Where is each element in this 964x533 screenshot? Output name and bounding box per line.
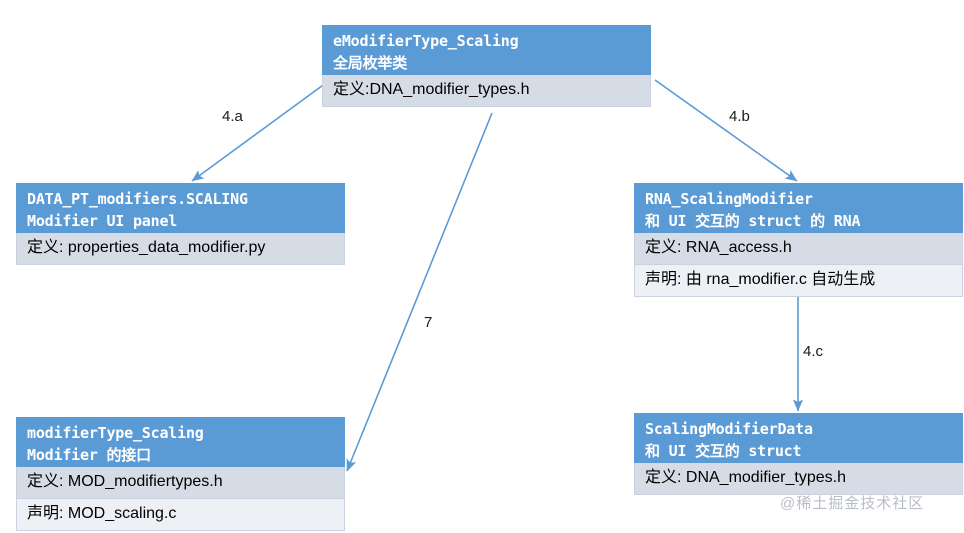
node-row: 定义: MOD_modifiertypes.h <box>16 467 345 499</box>
node-subtitle: 和 UI 交互的 struct <box>645 442 802 460</box>
edge-4b-label: 4.b <box>729 108 750 125</box>
edge-7-label: 7 <box>424 314 433 331</box>
node-data-pt-modifiers-scaling[interactable]: DATA_PT_modifiers.SCALING Modifier UI pan… <box>16 183 345 265</box>
edge-4c-label: 4.c <box>803 343 824 360</box>
node-title: eModifierType_Scaling <box>333 32 519 50</box>
node-row: 声明: 由 rna_modifier.c 自动生成 <box>634 265 963 297</box>
node-row: 定义: RNA_access.h <box>634 233 963 265</box>
node-header-data-pt-modifiers-scaling: DATA_PT_modifiers.SCALING Modifier UI pan… <box>16 183 345 233</box>
edge-4a-line <box>191 79 331 182</box>
node-title: modifierType_Scaling <box>27 424 204 442</box>
node-header-rna-scalingmodifier: RNA_ScalingModifier 和 UI 交互的 struct 的 RNA <box>634 183 963 233</box>
node-rna-scalingmodifier[interactable]: RNA_ScalingModifier 和 UI 交互的 struct 的 RNA… <box>634 183 963 297</box>
node-emodifiertype-scaling[interactable]: eModifierType_Scaling 全局枚举类定义:DNA_modifie… <box>322 25 651 107</box>
watermark: @稀土掘金技术社区 <box>780 495 925 512</box>
node-row: 声明: MOD_scaling.c <box>16 499 345 531</box>
node-subtitle: 全局枚举类 <box>333 54 408 72</box>
node-subtitle: Modifier UI panel <box>27 212 178 230</box>
edge-4a-label: 4.a <box>222 108 243 125</box>
edge-4b-line <box>654 79 798 182</box>
node-row: 定义: DNA_modifier_types.h <box>634 463 963 495</box>
node-title: DATA_PT_modifiers.SCALING <box>27 190 248 208</box>
node-row: 定义: properties_data_modifier.py <box>16 233 345 265</box>
node-subtitle: Modifier 的接口 <box>27 446 151 464</box>
node-header-scalingmodifierdata: ScalingModifierData 和 UI 交互的 struct <box>634 413 963 463</box>
edge-7-line <box>346 112 493 472</box>
node-title: RNA_ScalingModifier <box>645 190 813 208</box>
node-subtitle: 和 UI 交互的 struct 的 RNA <box>645 212 861 230</box>
node-title: ScalingModifierData <box>645 420 813 438</box>
node-header-emodifiertype-scaling: eModifierType_Scaling 全局枚举类 <box>322 25 651 75</box>
node-row: 定义:DNA_modifier_types.h <box>322 75 651 107</box>
node-scalingmodifierdata[interactable]: ScalingModifierData 和 UI 交互的 struct 定义: DN… <box>634 413 963 495</box>
